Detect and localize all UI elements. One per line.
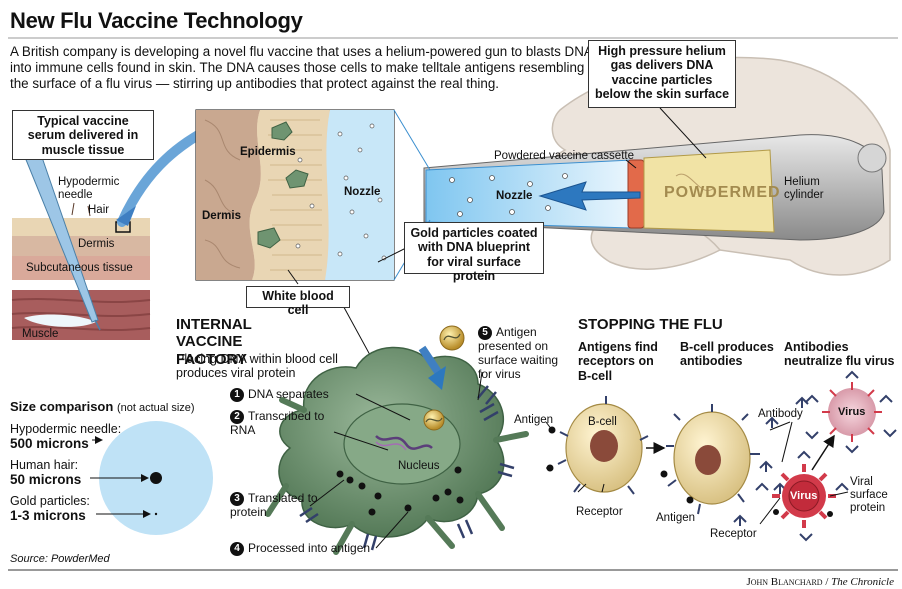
page-title: New Flu Vaccine Technology bbox=[10, 8, 303, 33]
intro-text: A British company is developing a novel … bbox=[10, 44, 593, 92]
gold-particles-skin bbox=[295, 123, 387, 261]
label-helium: Helium cylinder bbox=[784, 176, 824, 202]
flu-col-2: B-cell produces antibodies bbox=[680, 340, 774, 369]
size-gold-name: Gold particles: bbox=[10, 494, 90, 508]
flu-leaders bbox=[577, 421, 849, 525]
label-dermis: Dermis bbox=[202, 210, 241, 222]
brand-logo: POWDERMED bbox=[664, 184, 781, 201]
gold-callout: Gold particles coated with DNA blueprint… bbox=[404, 222, 544, 283]
factory-subtitle: Placing DNA within blood cell produces v… bbox=[176, 352, 338, 381]
gun-callout: High pressure helium gas delivers DNA va… bbox=[588, 40, 736, 108]
virus-free bbox=[805, 370, 897, 454]
label-subcutaneous: Subcutaneous tissue bbox=[26, 262, 133, 274]
label-epidermis: Epidermis bbox=[240, 146, 296, 158]
flu-title: STOPPING THE FLU bbox=[578, 316, 723, 333]
size-hair-value: 50 microns bbox=[10, 472, 82, 487]
skin-cross-section-small bbox=[11, 202, 151, 340]
label-skin-nozzle: Nozzle bbox=[344, 186, 381, 198]
dendritic-cell bbox=[265, 346, 529, 555]
label-gun-nozzle: Nozzle bbox=[496, 190, 533, 202]
vaccine-gun bbox=[423, 134, 887, 241]
antigen-spikes bbox=[299, 385, 515, 551]
size-needle-name: Hypodermic needle: bbox=[10, 422, 122, 436]
label-cassette: Powdered vaccine cassette bbox=[494, 150, 634, 162]
size-title: Size comparison (not actual size) bbox=[10, 399, 195, 414]
label-hair: Hair bbox=[88, 204, 110, 216]
flu-col-1: Antigens find receptors on B-cell bbox=[578, 340, 658, 383]
label-muscle: Muscle bbox=[22, 328, 59, 340]
flow-arrow-2 bbox=[811, 434, 835, 471]
label-nucleus: Nucleus bbox=[398, 460, 440, 472]
label-receptor-2: Receptor bbox=[710, 528, 757, 540]
size-needle-value: 500 microns bbox=[10, 436, 89, 451]
step-leaders bbox=[309, 371, 483, 549]
bcell-1 bbox=[545, 396, 649, 495]
label-bcell: B-cell bbox=[588, 416, 617, 428]
size-hair-name: Human hair: bbox=[10, 458, 79, 472]
label-antigen-1: Antigen bbox=[514, 414, 554, 426]
label-virus-bound: Virus bbox=[790, 490, 818, 502]
label-needle: Hypodermic needle bbox=[58, 176, 120, 202]
protein-dots bbox=[336, 466, 464, 516]
skin-detail bbox=[195, 109, 395, 281]
typical-callout: Typical vaccine serum delivered in muscl… bbox=[12, 110, 154, 160]
white-blood-cells-skin bbox=[257, 121, 309, 249]
gold-particle-entering bbox=[418, 325, 465, 390]
label-virus-free: Virus bbox=[838, 406, 866, 418]
size-gold-value: 1-3 microns bbox=[10, 508, 86, 523]
wbc-callout: White blood cell bbox=[246, 286, 350, 317]
flu-col-3: Antibodies neutralize flu virus bbox=[784, 340, 895, 369]
factory-title: INTERNAL VACCINE FACTORY bbox=[176, 316, 252, 368]
zoom-arrow-head bbox=[116, 206, 136, 226]
credit: John Blanchard / The Chronicle bbox=[746, 576, 894, 588]
nozzle-particles bbox=[449, 173, 568, 217]
label-antigen-2: Antigen bbox=[656, 512, 696, 524]
virus-neutralized bbox=[755, 450, 849, 542]
label-antibody: Antibody bbox=[758, 408, 803, 420]
source-note: Source: PowderMed bbox=[10, 553, 110, 565]
label-receptor-1: Receptor bbox=[576, 506, 623, 518]
label-viral-protein: Viral surface protein bbox=[850, 476, 888, 515]
bcell-2 bbox=[660, 396, 809, 526]
size-comparison-graphic bbox=[90, 421, 213, 535]
label-dermis-small: Dermis bbox=[78, 238, 115, 250]
